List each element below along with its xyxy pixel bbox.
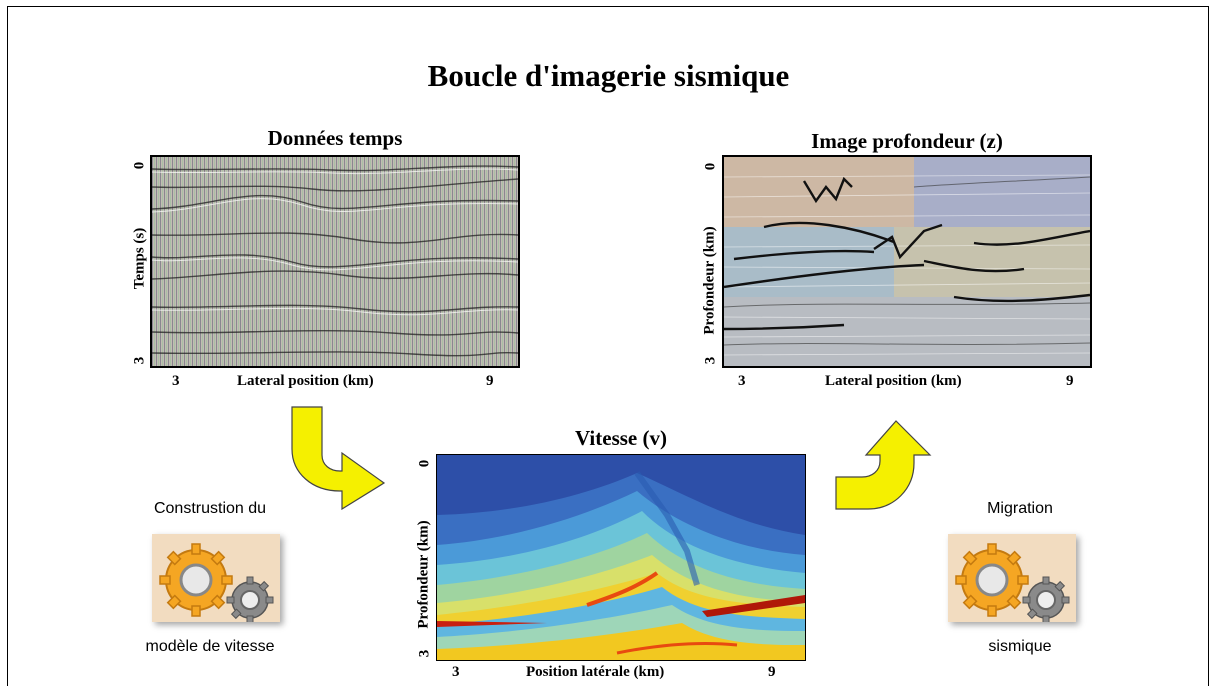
figure-frame [7,6,1209,686]
depth-image-panel [722,155,1092,368]
migration-caption-top: Migration [987,500,1053,517]
velocity-xtick-3: 3 [452,664,460,680]
velocity-model-caption-bottom: modèle de vitesse [145,638,275,655]
time-data-xtick-9: 9 [486,373,494,389]
arrow-to-migration-icon [835,420,932,510]
velocity-xtick-9: 9 [768,664,776,680]
depth-image-ytick-0: 0 [702,162,719,171]
depth-image-ylabel: Profondeur (km) [701,226,718,335]
velocity-ytick-0: 0 [416,459,433,468]
time-data-panel [150,155,520,368]
time-data-image [152,157,518,366]
velocity-model-gears-icon [152,534,280,624]
time-data-xtick-3: 3 [172,373,180,389]
depth-image-title: Image profondeur (z) [811,129,1003,153]
velocity-ylabel: Profondeur (km) [415,520,432,629]
depth-image-image [724,157,1090,366]
velocity-panel [436,454,806,661]
time-data-ytick-0: 0 [131,161,148,170]
velocity-ytick-3: 3 [416,649,433,658]
velocity-xlabel: Position latérale (km) [526,664,665,680]
time-data-title: Données temps [267,126,403,150]
velocity-model-caption-top: Construstion du [153,500,267,517]
depth-image-ytick-3: 3 [702,356,719,365]
figure-title: Boucle d'imagerie sismique [427,58,790,93]
depth-image-xtick-3: 3 [738,373,746,389]
migration-caption-bottom: sismique [988,638,1052,655]
depth-image-xtick-9: 9 [1066,373,1074,389]
velocity-model-image [437,455,805,660]
time-data-xlabel: Lateral position (km) [237,373,374,389]
time-data-ytick-3: 3 [131,356,148,365]
velocity-title: Vitesse (v) [575,426,667,450]
migration-gears-icon [948,534,1076,624]
arrow-to-velocity-icon [291,406,386,510]
depth-image-xlabel: Lateral position (km) [825,373,962,389]
time-data-ylabel: Temps (s) [131,227,148,290]
